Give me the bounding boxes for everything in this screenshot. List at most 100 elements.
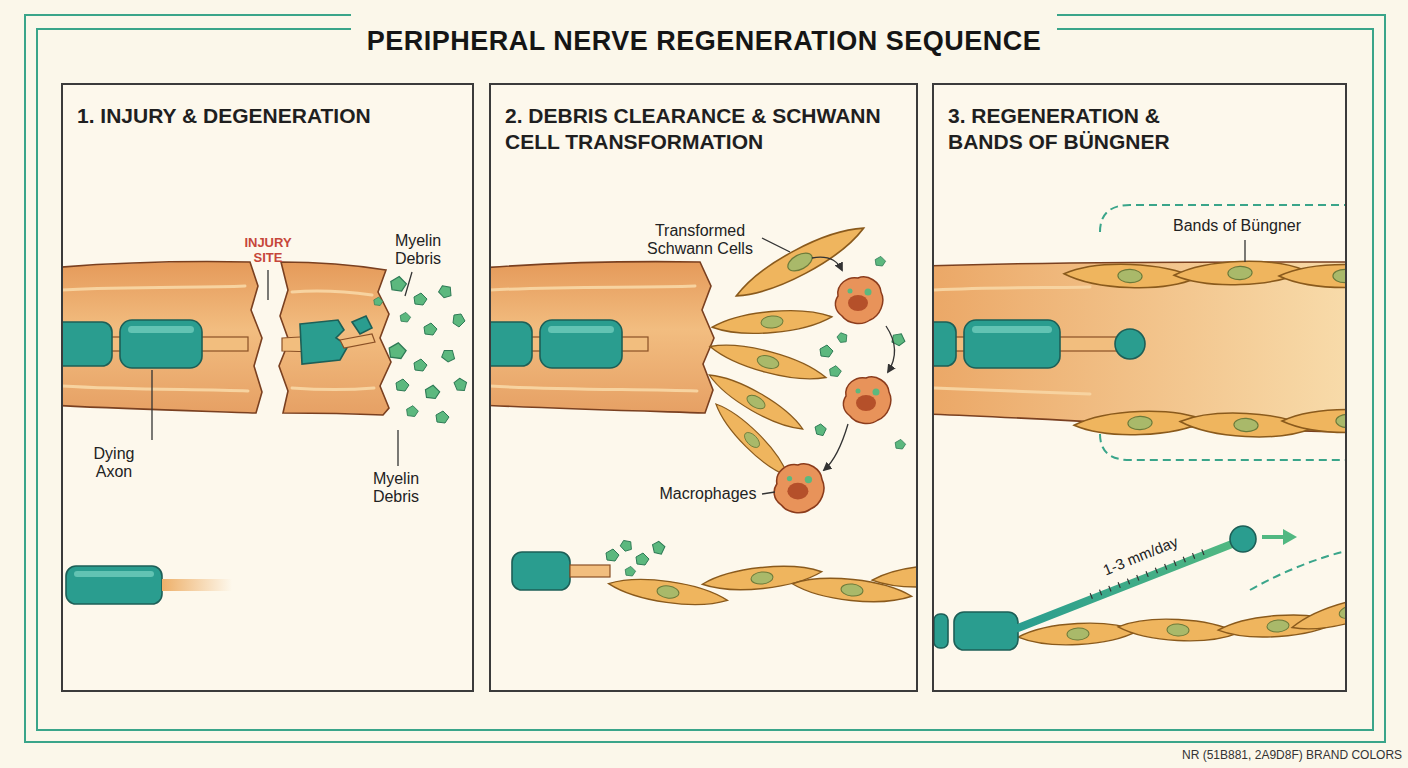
illustration-part (425, 385, 439, 398)
illustration-part (835, 277, 882, 324)
illustration-part (619, 538, 635, 554)
schwann-cells (1018, 586, 1347, 647)
myelin-sheath (489, 322, 532, 366)
myelin-sheath (512, 552, 570, 590)
growth-arrowhead (1283, 529, 1297, 545)
panel-heading: 3. REGENERATION & BANDS OF BÜNGNER (948, 103, 1208, 156)
axon-fragment (340, 334, 375, 348)
panel-heading: 1. INJURY & DEGENERATION (77, 103, 447, 129)
illustration-part (1282, 409, 1347, 432)
regeneration-illustration (932, 83, 1347, 692)
band-bracket (1250, 550, 1347, 590)
illustration-part (606, 549, 619, 561)
part-label: Myelin Debris (385, 232, 451, 268)
part-label: Transformed Schwann Cells (644, 222, 756, 258)
axon (570, 565, 610, 577)
myelin-debris (606, 538, 667, 576)
leader-line (1244, 240, 1245, 262)
leader-line (405, 272, 412, 296)
illustration-part (774, 464, 824, 513)
myelin-sheath (954, 612, 1018, 650)
illustration-part (453, 314, 465, 327)
illustration-part (814, 423, 828, 438)
leader-line (762, 492, 775, 494)
growth-cone (1230, 526, 1256, 552)
cycle-arrow (824, 424, 848, 470)
illustration-part (895, 439, 905, 449)
growth-cone (1115, 329, 1145, 359)
myelin-debris (814, 256, 907, 449)
myelin-highlight (972, 326, 1052, 333)
illustration-part (1279, 264, 1347, 287)
leader-line (267, 270, 268, 300)
illustration-part (424, 323, 437, 335)
illustration-part (843, 377, 890, 424)
nerve-tube (932, 262, 1347, 432)
part-label: Dying Axon (84, 445, 144, 481)
illustration-part (705, 367, 808, 437)
inner-frame (37, 29, 1373, 730)
myelin-sheath (964, 320, 1060, 368)
myelin-sheath (934, 614, 948, 648)
injury-illustration (61, 83, 474, 692)
illustration-part (414, 359, 427, 371)
growth-arrow (1262, 535, 1284, 539)
illustration-part (440, 347, 457, 364)
schwann-cells (1064, 259, 1347, 440)
leader-line (762, 238, 790, 252)
illustration-part (875, 256, 885, 266)
illustration-part (437, 283, 455, 301)
panel-heading: 2. DEBRIS CLEARANCE & SCHWANN CELL TRANS… (505, 103, 900, 156)
illustration-part (636, 553, 649, 565)
schwann-cells (607, 561, 918, 610)
illustration-part (871, 561, 918, 590)
illustration-part (414, 293, 427, 305)
myelin-debris (374, 277, 470, 423)
diagram-title: PERIPHERAL NERVE REGENERATION SEQUENCE (351, 10, 1058, 72)
illustration-part (1289, 586, 1347, 637)
nerve-segment (279, 262, 391, 415)
illustration-part (391, 277, 407, 291)
outer-frame (25, 15, 1385, 742)
illustration-part (407, 406, 419, 417)
injury-label: INJURY SITE (237, 235, 299, 265)
illustration-part (389, 343, 406, 359)
panel-box: 1. INJURY & DEGENERATION (61, 83, 474, 692)
illustration-part (396, 379, 409, 391)
panel-box: 3. REGENERATION & BANDS OF BÜNGNER (932, 83, 1347, 692)
myelin-highlight (548, 326, 614, 333)
leader-line (397, 430, 398, 466)
illustration-part (607, 573, 729, 610)
cycle-arrow (812, 257, 842, 270)
clearance-illustration (489, 83, 918, 692)
illustration-part (820, 345, 833, 357)
illustration-part (374, 297, 383, 305)
part-label: Bands of Büngner (1173, 217, 1301, 235)
panel-box: 2. DEBRIS CLEARANCE & SCHWANN CELL TRANS… (489, 83, 918, 692)
illustration-part (830, 366, 842, 377)
part-label: Myelin Debris (363, 470, 429, 506)
band-bracket (1100, 205, 1347, 460)
footer-note: NR (51B881, 2A9D8F) BRAND COLORS (1182, 746, 1402, 764)
illustration-part (836, 331, 850, 345)
myelin-sheath (61, 322, 112, 366)
illustration-part (651, 540, 667, 556)
myelin-highlight (74, 571, 154, 577)
macrophages (774, 277, 891, 513)
illustration-part (711, 306, 832, 337)
cycle-arrow (886, 326, 895, 372)
myelin-sheath (932, 322, 956, 366)
illustration-part (625, 566, 635, 576)
illustration-part (400, 312, 410, 322)
illustration-part (436, 411, 449, 423)
myelin-sheath (66, 566, 162, 604)
myelin-fragment (352, 316, 372, 334)
panel-ground (61, 83, 474, 692)
part-label: Macrophages (660, 485, 757, 503)
myelin-sheath (540, 320, 622, 368)
illustration-part (453, 376, 470, 393)
fading-axon (162, 579, 232, 591)
leader-line (151, 370, 152, 440)
myelin-sheath (120, 320, 202, 368)
